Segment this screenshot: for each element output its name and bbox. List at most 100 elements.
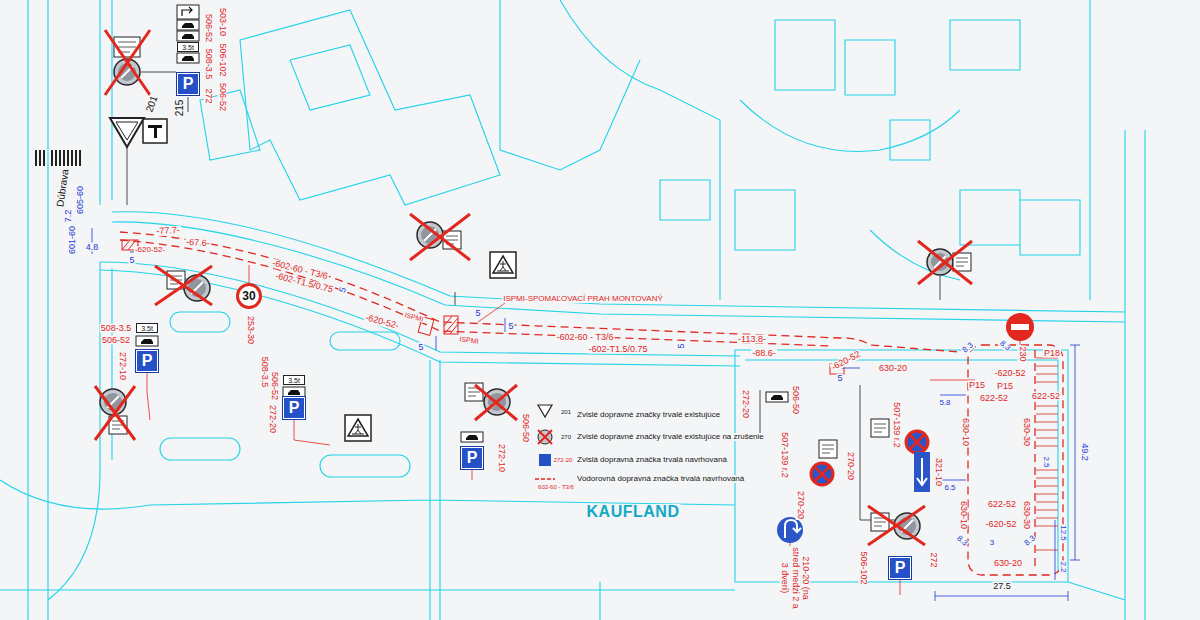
sign-code: 630-10 xyxy=(961,417,970,447)
sign-code: 272 xyxy=(929,551,938,568)
marking-code: -620-52 xyxy=(984,520,1017,529)
marking-code: ISPMI xyxy=(403,311,425,323)
marking-code: 622-52 xyxy=(1031,392,1061,401)
dimension-label: 5 xyxy=(338,285,349,295)
sign-code: 270-20 xyxy=(846,451,855,481)
dimension-label: 8.3 xyxy=(960,341,975,356)
supplementary-plate: 3.5t xyxy=(177,42,199,52)
sign-code: 507-139 r.2 xyxy=(780,431,789,479)
marking-code: ISPMI xyxy=(458,335,480,345)
dimension-label: 49.2 xyxy=(1080,442,1089,462)
sign-text: P xyxy=(142,353,153,369)
speed-limit-sign: 30 xyxy=(236,283,262,309)
marking-code: -88.6- xyxy=(751,349,777,358)
legend-text: Vodorovná dopravná značka trvalá navrhov… xyxy=(576,475,745,483)
sign-code: 506-50 xyxy=(791,385,800,415)
marking-code: -620-52- xyxy=(363,313,400,331)
marking-code: -620-52 xyxy=(993,369,1026,378)
sign-code: 508-3.5 xyxy=(100,324,133,333)
sign-code: 506-50 xyxy=(521,413,530,443)
sign-code: 215 xyxy=(175,99,185,118)
sign-code: 253-30 xyxy=(246,315,255,345)
sign-code: 508-3.5 xyxy=(204,48,213,81)
dimension-label: 27.5 xyxy=(992,582,1012,591)
sign-code: 508-3.5 xyxy=(260,356,269,389)
sign-code: 270-20 xyxy=(796,490,805,520)
sign-code: 503-10 xyxy=(218,7,227,37)
sign-code: 630-30 xyxy=(1022,417,1031,447)
marking-code: 630-20 xyxy=(878,364,908,373)
dimension-label: 4.8 xyxy=(85,243,100,252)
sign-text: P xyxy=(289,400,300,416)
sign-text: P xyxy=(467,450,478,466)
marking-code: -620-52- xyxy=(134,246,166,254)
marking-code: -620-52 xyxy=(829,349,862,372)
sign-text: 3.5t xyxy=(141,325,153,332)
marking-code: 622-52 xyxy=(979,394,1009,403)
dimension-label: 6.5 xyxy=(943,484,956,492)
dimension-label: 5 xyxy=(417,343,424,352)
marking-code: 630-30 xyxy=(1022,500,1031,530)
dimension-label: 605-60 xyxy=(76,185,85,215)
dimension-label: 5.8 xyxy=(938,399,951,407)
marking-code: -602-60 - T3/6 xyxy=(556,333,615,342)
marking-code: P15 xyxy=(996,382,1014,391)
supplementary-plate: 3.5t xyxy=(283,375,305,385)
parking-sign: P xyxy=(136,350,158,372)
legend-code: 272-20 xyxy=(553,457,574,463)
marking-code: P15 xyxy=(968,381,986,390)
sign-code: 230 xyxy=(1018,345,1027,362)
note-text: 210-20 (na stred medzi 2 a 3 dverí) xyxy=(779,546,810,610)
sign-text: 3.5t xyxy=(182,44,194,51)
legend-text: Zvislé dopravné značky trvalé existujúce xyxy=(576,411,721,419)
marking-code: -113.8- xyxy=(737,335,767,344)
dimension-label: 3 xyxy=(989,539,995,547)
sign-code: 272-10 xyxy=(497,443,506,473)
sign-code: 201 xyxy=(144,94,160,115)
parking-sign: P xyxy=(177,73,199,95)
sign-code: 506-52 xyxy=(101,336,131,345)
dimension-label: 8.3 xyxy=(954,534,969,549)
dimension-label: 7.2 xyxy=(64,209,73,224)
parking-sign: P xyxy=(889,557,911,579)
dimension-label: 5 xyxy=(507,322,514,331)
dimension-label: 2.2 xyxy=(1059,560,1067,573)
parking-sign: P xyxy=(283,397,305,419)
marking-code: -602-T1.5/0.75 xyxy=(587,345,648,354)
dimension-label: 2.5 xyxy=(1042,455,1050,468)
marking-code: P18 xyxy=(1043,349,1061,358)
sign-text: 30 xyxy=(242,290,255,302)
sign-code: 272-20 xyxy=(741,389,750,419)
sign-text: P xyxy=(895,560,906,576)
sign-text: P xyxy=(183,76,194,92)
sign-code: 506-52 xyxy=(270,371,279,401)
dimension-label: 5 xyxy=(128,256,135,265)
sign-text: 3.5t xyxy=(288,377,300,384)
sign-code: 506-102 xyxy=(859,550,868,585)
marking-code: -77.7- xyxy=(155,226,181,236)
marking-code: -67.6- xyxy=(185,238,211,249)
sign-code: 272 xyxy=(204,87,213,104)
note-text: ISPMI-SPOMAĽOVACÍ PRAH MONTOVANÝ xyxy=(502,295,664,303)
parking-sign: P xyxy=(461,447,483,469)
street-name: Dúbrava xyxy=(55,168,70,209)
legend-code: 270 xyxy=(560,434,572,440)
sign-code: 272-20 xyxy=(268,404,277,434)
legend-code: 602-60 - T3/6 xyxy=(537,484,575,490)
marking-code: 622-52 xyxy=(987,500,1017,509)
area-name: KAUFLAND xyxy=(586,504,681,520)
dimension-label: 601-60 xyxy=(68,225,77,255)
sign-code: 272-10 xyxy=(118,351,127,381)
sign-code: 321-10 xyxy=(934,457,943,487)
marking-code: 630-20 xyxy=(993,559,1023,568)
supplementary-plate: 3.5t xyxy=(136,323,158,333)
dimension-label: 5 xyxy=(836,374,843,383)
marking-code: 630-10 xyxy=(959,500,968,530)
dimension-label: 8.3 xyxy=(997,339,1012,354)
dimension-label: 5 xyxy=(677,342,686,349)
sign-code: 506-52 xyxy=(204,13,213,43)
dimension-label: 5 xyxy=(474,309,481,318)
sign-code: 507-139 r.2 xyxy=(892,401,901,449)
legend-text: Zvislá dopravná značka trvalá navrhovaná xyxy=(576,456,728,464)
